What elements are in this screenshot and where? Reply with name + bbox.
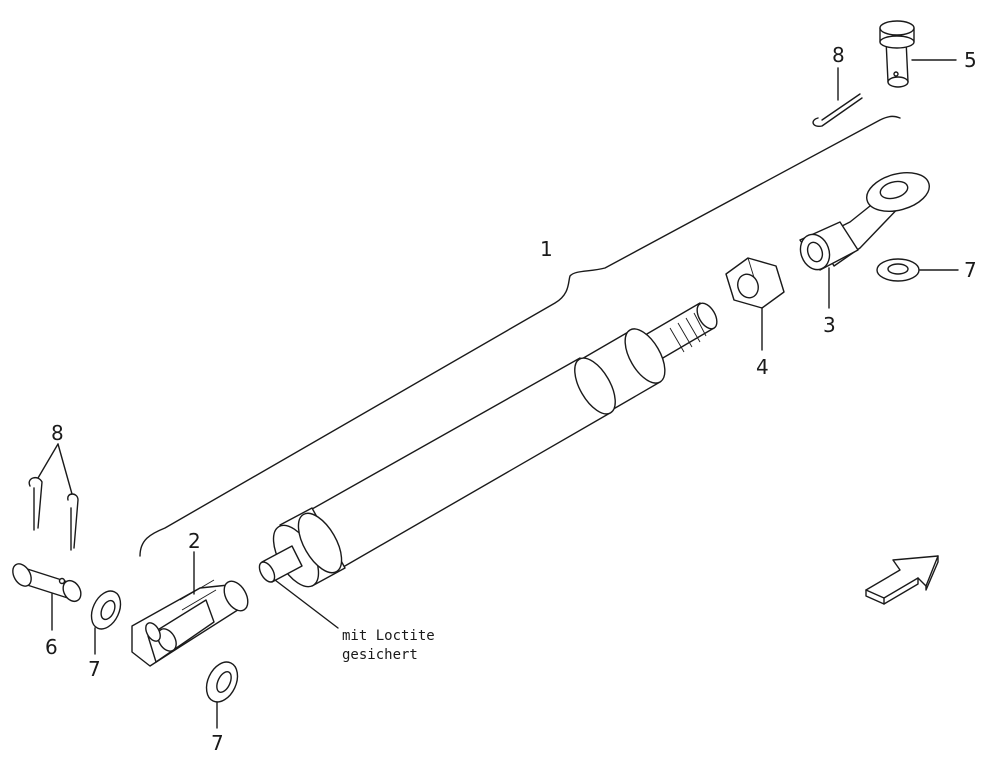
headed-pin [879, 20, 915, 88]
cotter-pin-left-a [28, 476, 43, 531]
assembly-bracket [139, 115, 901, 557]
note-line-1: mit Loctite [342, 628, 435, 644]
callout-4: 4 [756, 355, 769, 379]
cotter-pin-left-b [67, 493, 79, 551]
clevis-pin [12, 563, 82, 603]
leader-8-left-a [37, 443, 59, 479]
washer-right [876, 258, 920, 282]
callout-7-left: 7 [88, 657, 101, 681]
hydraulic-cylinder [258, 302, 718, 588]
leader-8-left-b [57, 443, 73, 495]
callout-1: 1 [540, 237, 553, 261]
callout-7-right: 7 [964, 258, 977, 282]
cotter-pin-top [812, 93, 863, 128]
callout-6: 6 [45, 635, 58, 659]
callout-7-bottom: 7 [211, 731, 224, 755]
washer-left [90, 590, 122, 630]
note-line-2: gesichert [342, 647, 418, 663]
hex-nut [725, 257, 785, 309]
callout-8-top: 8 [832, 43, 845, 67]
loctite-leader [274, 579, 339, 629]
callout-2: 2 [188, 529, 201, 553]
callout-8-left: 8 [51, 421, 64, 445]
callout-3: 3 [823, 313, 836, 337]
arrow-up-right-icon [865, 555, 939, 605]
callout-5: 5 [964, 48, 977, 72]
clevis-fork [131, 579, 249, 667]
washer-bottom [205, 661, 239, 703]
rod-end-eye [799, 172, 930, 271]
